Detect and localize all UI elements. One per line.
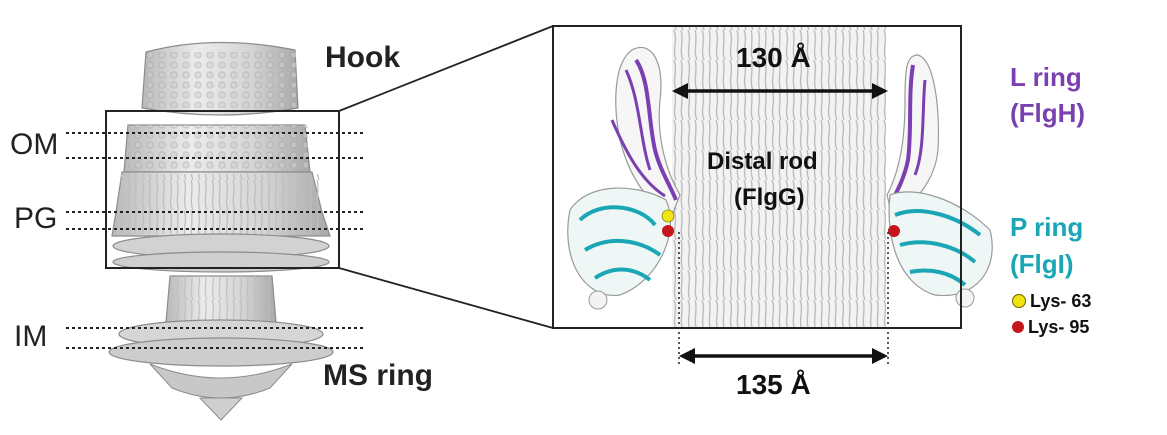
im-label: IM [14, 320, 48, 353]
right-ring-protomer [886, 54, 993, 308]
width-135-arrow [679, 348, 888, 364]
om-label: OM [10, 128, 59, 161]
distal-rod-label: Distal rod [707, 148, 818, 175]
enlarged-panel [552, 25, 993, 329]
yellow-dot-icon [1012, 294, 1026, 308]
zoom-region-box [105, 110, 340, 269]
lys63-marker [661, 209, 675, 223]
legend-item-lys95: Lys- 95 [1012, 318, 1089, 336]
ms-ring-label: MS ring [323, 359, 433, 392]
basal-body-density-map [108, 41, 334, 421]
left-ring-protomer [567, 46, 681, 310]
p-ring-label: P ring [1010, 212, 1084, 242]
flgi-label: (FlgI) [1010, 249, 1074, 279]
width-135-label: 135 Å [736, 369, 811, 400]
membrane-lines [66, 132, 364, 349]
lys95-marker-left [662, 225, 674, 237]
red-dot-icon [1012, 321, 1024, 333]
lys95-marker-right [888, 225, 900, 237]
zoom-connector-top [338, 25, 554, 112]
flgg-label: (FlgG) [734, 184, 805, 211]
lys63-label: Lys- 63 [1030, 291, 1092, 311]
legend-item-lys63: Lys- 63 [1012, 292, 1091, 310]
width-130-arrow [672, 83, 888, 99]
pg-label: PG [14, 202, 58, 235]
lys95-label: Lys- 95 [1028, 317, 1090, 337]
width-135-dotted-guides [678, 232, 889, 365]
width-130-label: 130 Å [736, 42, 811, 73]
flgh-label: (FlgH) [1010, 98, 1086, 128]
l-ring-label: L ring [1010, 62, 1082, 92]
hook-label: Hook [325, 41, 400, 74]
zoom-connector-bottom [338, 267, 554, 329]
